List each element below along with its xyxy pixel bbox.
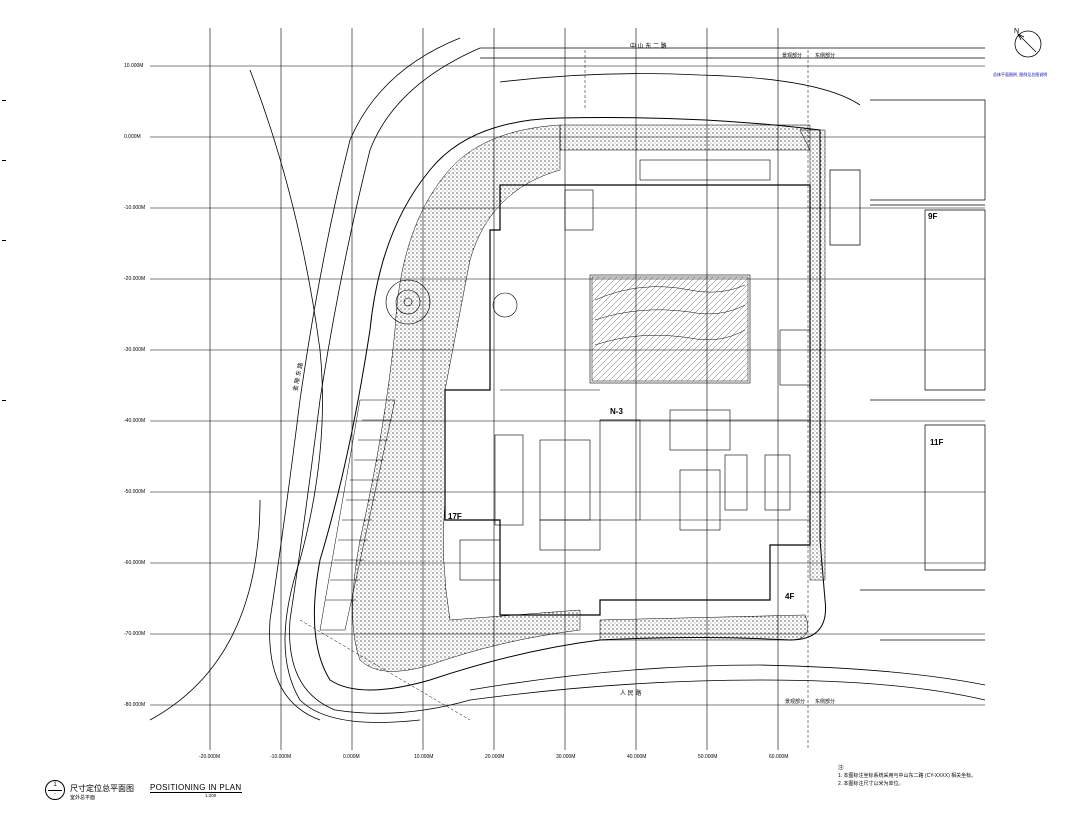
grid-label-x: -20.000M (199, 754, 221, 760)
site-boundary (313, 117, 827, 691)
grid-label-x: 50.000M (698, 754, 718, 760)
grid-label-x: -10.000M (270, 754, 292, 760)
grid-label-y: -20.000M (124, 276, 146, 282)
north-label: N (1014, 28, 1019, 35)
drawing-scale: 1:200 (205, 793, 217, 798)
drawing-number-sub: - (54, 791, 56, 797)
zone-label-n3: N-3 (610, 407, 623, 416)
frame-tick (2, 160, 6, 161)
road-note: 景观部分 (782, 53, 803, 59)
notes-header: 注: (838, 765, 845, 771)
west-terrace (319, 399, 396, 631)
zone-label-11f: 11F (930, 438, 944, 447)
north-arrow-icon (1014, 30, 1042, 58)
notes-block: 注: 1. 本图标注坐标系统采用与中山东二路 (CY-XXXX) 相关坐标。 2… (838, 764, 976, 788)
drawing-subtitle: 室外总平面 (70, 795, 96, 801)
grid-label-y: -40.000M (124, 418, 146, 424)
drawing-number-badge: 1 - (45, 780, 65, 800)
grid-label-x: 10.000M (414, 754, 434, 760)
grid-label-x: 40.000M (627, 754, 647, 760)
grid-label-y: -80.000M (124, 702, 146, 708)
road-label-north: 中 山 东 二 路 (630, 44, 667, 50)
road-label-south: 人 民 路 (620, 691, 642, 697)
adjacent-buildings (829, 99, 986, 641)
road-note: 景观部分 (785, 699, 806, 705)
zone-label-4f: 4F (785, 592, 795, 601)
zone-label-17f: 17F (448, 512, 462, 521)
notes-line: 1. 本图标注坐标系统采用与中山东二路 (CY-XXXX) 相关坐标。 (838, 773, 977, 779)
grid-label-y: -60.000M (124, 560, 146, 566)
road-note: 东侧部分 (815, 53, 836, 59)
grid-label-x: 20.000M (485, 754, 505, 760)
legend-note: 总体平面图例, 图例见总图说明 (993, 72, 1048, 77)
building-interior (459, 159, 811, 581)
grid-label-y: 0.000M (124, 134, 141, 140)
road-outlines (149, 37, 986, 723)
road-note: 东侧部分 (815, 699, 836, 705)
grid-label-y: -50.000M (124, 489, 146, 495)
courtyard-water-feature (591, 276, 749, 382)
grid-label-x: 0.000M (343, 754, 360, 760)
frame-tick (2, 400, 6, 401)
grid-label-y: -10.000M (124, 205, 146, 211)
drawing-title-cn: 尺寸定位总平面图 (70, 784, 134, 793)
grid-label-y: -70.000M (124, 631, 146, 637)
building-footprint (444, 184, 811, 616)
property-dashed-lines (299, 50, 809, 750)
landscape-planting (352, 124, 826, 672)
notes-line: 2. 本图标注尺寸以米为单位。 (838, 781, 904, 787)
frame-tick (2, 100, 6, 101)
round-plaza (385, 279, 518, 325)
grid-label-x: 60.000M (769, 754, 789, 760)
zone-label-9f: 9F (928, 212, 938, 221)
grid-label-y: -30.000M (124, 347, 146, 353)
drawing-number: 1 (53, 782, 57, 788)
grid-label-y: 10.000M (124, 63, 144, 69)
drawing-title-en: POSITIONING IN PLAN (150, 783, 242, 793)
frame-tick (2, 240, 6, 241)
grid-label-x: 30.000M (556, 754, 576, 760)
